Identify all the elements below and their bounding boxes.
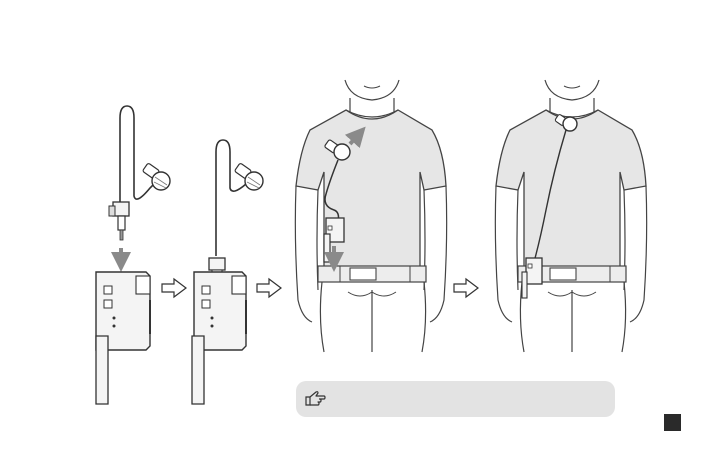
mic-cable <box>216 140 252 256</box>
person-figure <box>295 80 446 352</box>
step-3-clip-on-body <box>295 80 446 352</box>
lavalier-mic <box>142 163 170 190</box>
pointing-hand-icon <box>304 389 326 409</box>
lavalier-mic <box>234 163 263 190</box>
step-arrow-1 <box>162 279 186 297</box>
jack-plug <box>109 202 129 240</box>
step-4-worn-complete <box>495 80 646 352</box>
note-box <box>296 381 615 417</box>
page-marker <box>664 414 681 431</box>
step-1-connect-plug <box>96 106 170 404</box>
step-arrow-3 <box>454 279 478 297</box>
step-arrow-2 <box>257 279 281 297</box>
belt-clip <box>192 336 204 404</box>
mic-cable <box>120 106 158 205</box>
belt-clip <box>96 336 108 404</box>
step-2-plug-connected <box>192 140 263 404</box>
